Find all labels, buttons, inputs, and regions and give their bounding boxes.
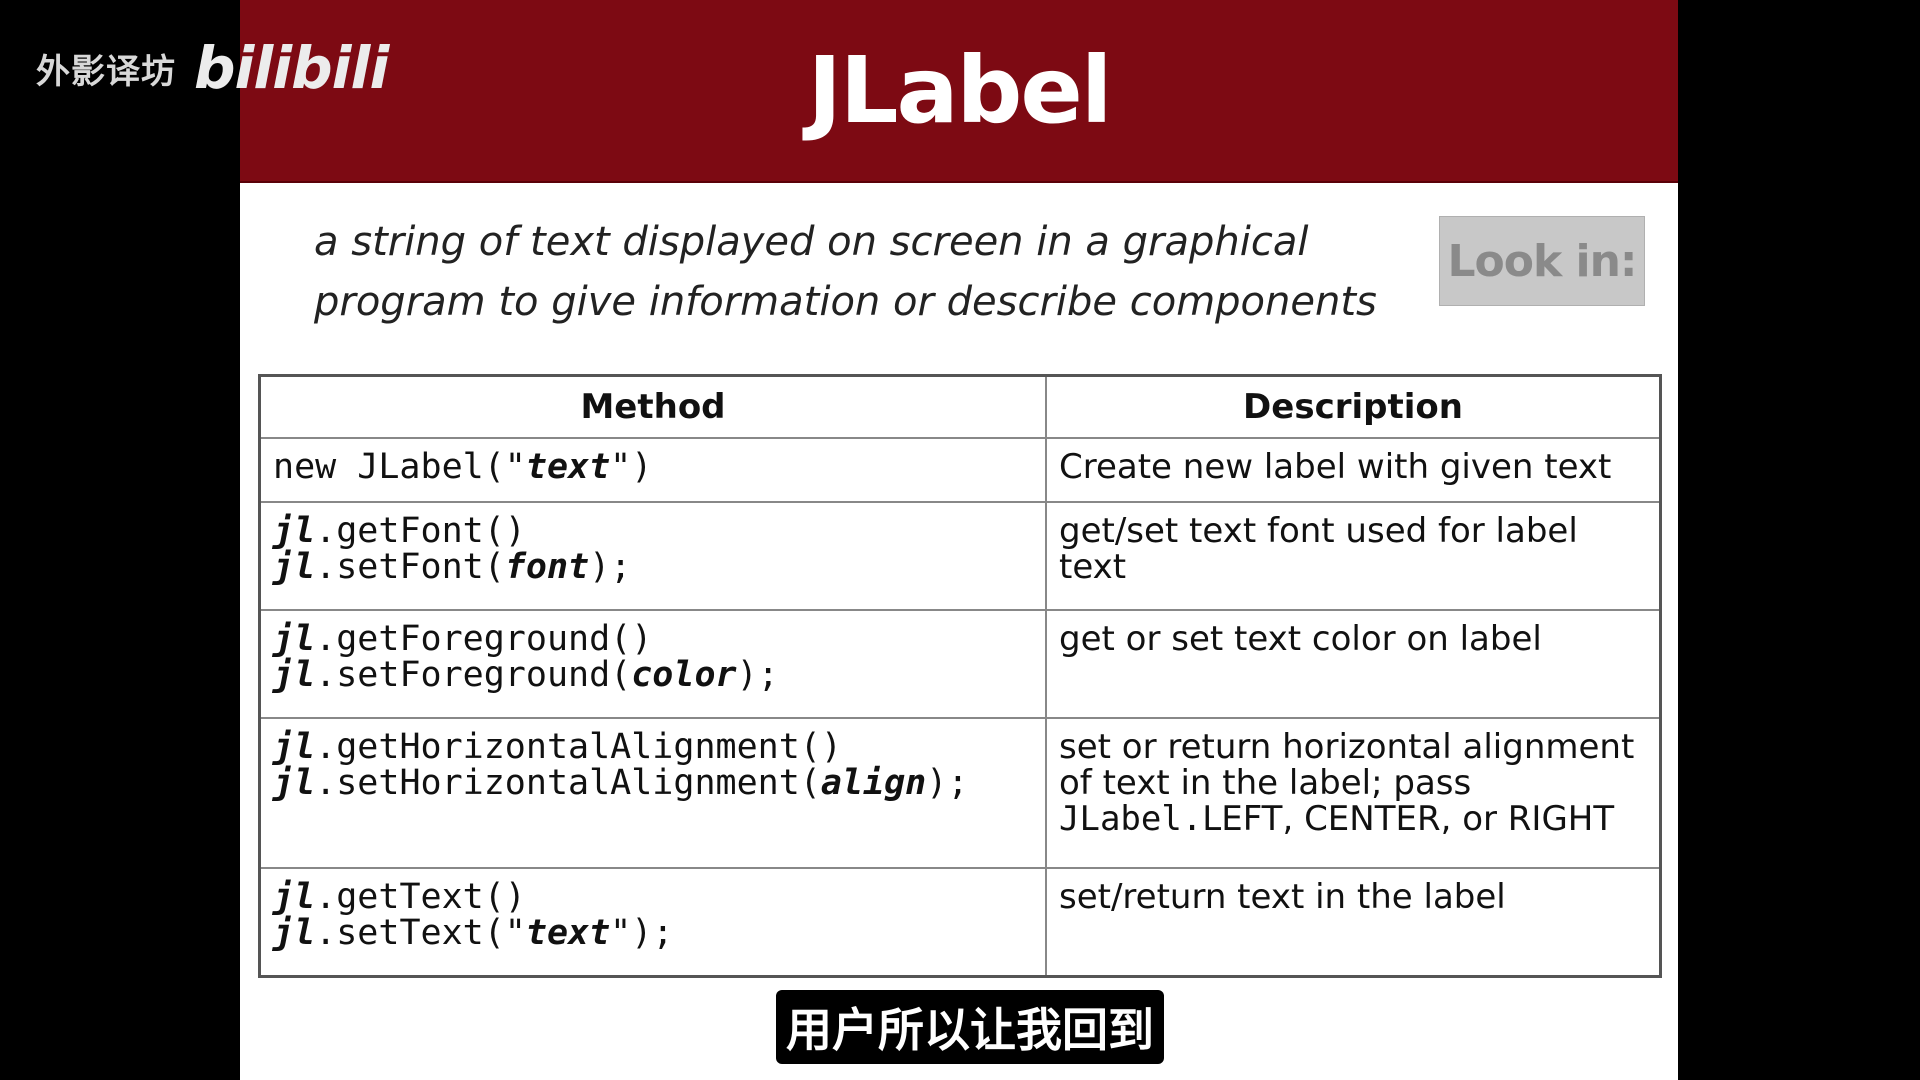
description-text: get or set text color on label xyxy=(1059,619,1542,659)
code-text: .setForeground( xyxy=(315,655,632,695)
table-row: jl.getForeground()jl.setForeground(color… xyxy=(258,609,1662,719)
code-line: jl.setFont(font); xyxy=(273,549,1033,585)
code-text: ); xyxy=(589,547,632,587)
code-line: jl.setHorizontalAlignment(align); xyxy=(273,765,1033,801)
table-row: new JLabel("text") Create new label with… xyxy=(258,437,1662,503)
code-text: .setText(" xyxy=(315,913,526,953)
code-constant: JLabel. xyxy=(1059,799,1203,839)
code-variable: jl xyxy=(273,727,316,767)
code-argument: font xyxy=(504,547,590,587)
description-cell: Create new label with given text xyxy=(1045,437,1662,503)
code-text: .getText() xyxy=(315,877,526,917)
description-text: get/set text font used for label text xyxy=(1059,511,1578,587)
description-text: set/return text in the label xyxy=(1059,877,1506,917)
method-cell: jl.getHorizontalAlignment()jl.setHorizon… xyxy=(258,717,1047,869)
description-text: set or return horizontal alignment xyxy=(1059,727,1635,767)
slide-header: JLabel xyxy=(240,0,1678,183)
code-text: "); xyxy=(610,913,674,953)
description-text: JLabel.LEFT, CENTER, or RIGHT xyxy=(1059,801,1647,837)
code-line: new JLabel("text") xyxy=(273,449,1033,485)
code-text: .setFont( xyxy=(315,547,505,587)
method-cell: jl.getForeground()jl.setForeground(color… xyxy=(258,609,1047,719)
code-line: jl.setForeground(color); xyxy=(273,657,1033,693)
definition-line-2: program to give information or describe … xyxy=(314,279,1377,325)
watermark-text: 外影译坊 xyxy=(36,51,176,92)
code-variable: jl xyxy=(273,547,316,587)
description-text: LEFT, CENTER, or RIGHT xyxy=(1202,799,1615,839)
look-in-button[interactable]: Look in: xyxy=(1439,216,1645,306)
presentation-slide: JLabel a string of text displayed on scr… xyxy=(240,0,1678,1080)
code-variable: jl xyxy=(273,619,316,659)
table-row: jl.getFont()jl.setFont(font); get/set te… xyxy=(258,501,1662,611)
bilibili-watermark: 外影译坊 bilibili xyxy=(36,34,389,102)
code-line: jl.setText("text"); xyxy=(273,915,1033,951)
table-row: jl.getHorizontalAlignment()jl.setHorizon… xyxy=(258,717,1662,869)
description-cell: get or set text color on label xyxy=(1045,609,1662,719)
description-cell: get/set text font used for label text xyxy=(1045,501,1662,611)
method-cell: jl.getText()jl.setText("text"); xyxy=(258,867,1047,978)
definition-line-1: a string of text displayed on screen in … xyxy=(314,219,1309,265)
code-text: ") xyxy=(610,447,653,487)
slide-title: JLabel xyxy=(807,37,1113,144)
code-line: jl.getForeground() xyxy=(273,621,1033,657)
description-text: of text in the label; pass xyxy=(1059,763,1472,803)
description-cell: set/return text in the label xyxy=(1045,867,1662,978)
code-text: .getForeground() xyxy=(315,619,653,659)
code-text: new JLabel(" xyxy=(273,447,526,487)
code-argument: text xyxy=(525,447,611,487)
code-line: jl.getText() xyxy=(273,879,1033,915)
code-variable: jl xyxy=(273,913,316,953)
code-text: .getFont() xyxy=(315,511,526,551)
video-subtitle: 用户所以让我回到 xyxy=(776,990,1164,1064)
code-line: jl.getFont() xyxy=(273,513,1033,549)
code-argument: text xyxy=(525,913,611,953)
method-table: Method Description new JLabel("text") Cr… xyxy=(258,374,1662,978)
code-argument: color xyxy=(631,655,737,695)
table-header-row: Method Description xyxy=(258,374,1662,439)
code-variable: jl xyxy=(273,763,316,803)
code-text: .getHorizontalAlignment() xyxy=(315,727,842,767)
table-row: jl.getText()jl.setText("text"); set/retu… xyxy=(258,867,1662,978)
description-column-header: Description xyxy=(1045,374,1662,439)
method-cell: new JLabel("text") xyxy=(258,437,1047,503)
code-variable: jl xyxy=(273,877,316,917)
code-text: .setHorizontalAlignment( xyxy=(315,763,821,803)
code-text: ); xyxy=(926,763,969,803)
definition-text: a string of text displayed on screen in … xyxy=(314,212,1394,332)
method-cell: jl.getFont()jl.setFont(font); xyxy=(258,501,1047,611)
code-argument: align xyxy=(820,763,927,803)
code-text: ); xyxy=(736,655,779,695)
code-variable: jl xyxy=(273,511,316,551)
bilibili-logo: bilibili xyxy=(194,34,389,102)
method-column-header: Method xyxy=(258,374,1047,439)
code-line: jl.getHorizontalAlignment() xyxy=(273,729,1033,765)
code-variable: jl xyxy=(273,655,316,695)
description-text: Create new label with given text xyxy=(1059,447,1612,487)
